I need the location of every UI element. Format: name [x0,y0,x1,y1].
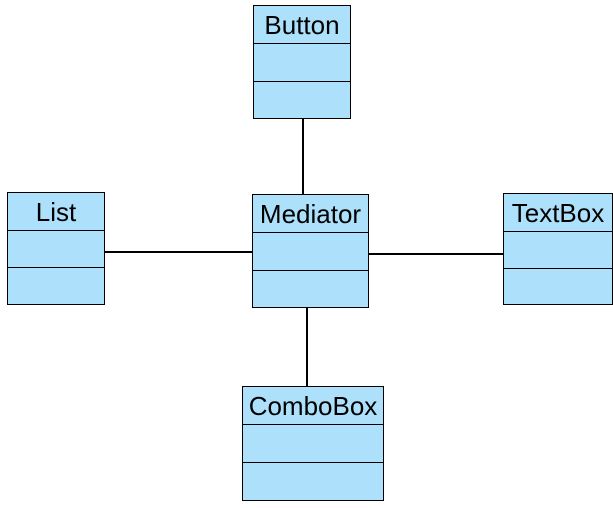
class-attributes-compartment [243,425,383,463]
class-methods-compartment [8,268,104,304]
class-name-label: Button [254,6,350,44]
class-name-label: List [8,193,104,231]
class-box-list: List [7,192,105,305]
class-methods-compartment [253,271,368,308]
class-box-button: Button [253,5,351,119]
class-attributes-compartment [253,233,368,271]
connector-mediator-textbox [368,253,503,255]
class-box-combobox: ComboBox [242,386,384,501]
class-attributes-compartment [504,232,612,269]
class-name-label: TextBox [504,194,612,232]
class-name-label: Mediator [253,195,368,233]
connector-mediator-button [302,119,304,194]
connector-mediator-combobox [306,308,308,386]
connector-mediator-list [104,251,252,253]
class-attributes-compartment [8,231,104,268]
class-attributes-compartment [254,44,350,82]
class-box-textbox: TextBox [503,193,613,305]
class-name-label: ComboBox [243,387,383,425]
class-methods-compartment [504,269,612,305]
class-box-mediator: Mediator [252,194,369,308]
class-methods-compartment [254,82,350,119]
class-methods-compartment [243,463,383,500]
